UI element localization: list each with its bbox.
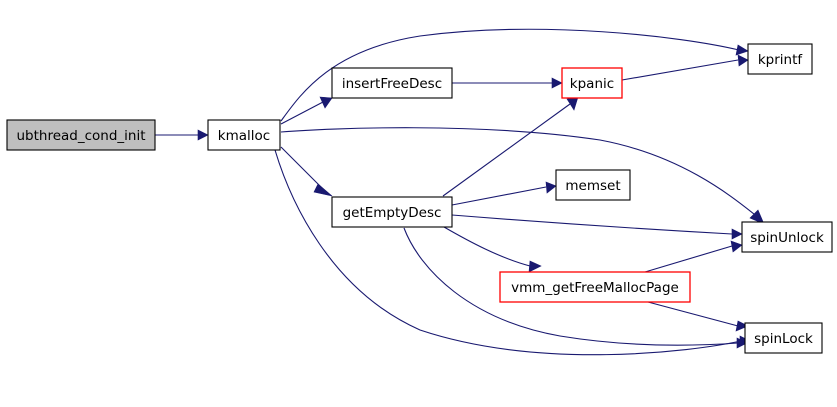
node-label: spinUnlock <box>750 230 824 246</box>
node-box[interactable] <box>331 67 453 99</box>
node-label: kprintf <box>758 52 804 68</box>
edge-kmalloc-to-kprintf <box>280 28 749 122</box>
node-box[interactable] <box>555 169 631 201</box>
arrowhead-icon <box>735 320 749 332</box>
edge-line <box>621 59 739 81</box>
edge-line <box>280 127 755 215</box>
edge-ubthread_cond_init-to-kmalloc <box>155 129 209 141</box>
edge-getEmptyDesc-to-memset <box>451 181 557 206</box>
node-box[interactable] <box>561 67 623 99</box>
edge-line <box>280 101 324 125</box>
edge-vmm_getFreeMallocPage-to-spinUnlock <box>644 240 743 273</box>
node-label: getEmptyDesc <box>343 205 442 221</box>
arrowhead-icon <box>731 228 743 240</box>
arrowhead-icon <box>551 77 563 89</box>
node-layer: ubthread_cond_init kmalloc insertFreeDesc k… <box>6 43 833 354</box>
arrowhead-icon <box>528 260 542 273</box>
node-kmalloc[interactable]: kmalloc <box>207 119 281 151</box>
arrowhead-icon <box>737 54 749 67</box>
edge-line <box>274 149 742 356</box>
node-insertFreeDesc[interactable]: insertFreeDesc <box>331 67 453 99</box>
node-memset[interactable]: memset <box>555 169 631 201</box>
edge-kmalloc-to-insertFreeDesc <box>280 96 333 125</box>
arrowhead-icon <box>749 209 765 225</box>
node-ubthread_cond_init[interactable]: ubthread_cond_init <box>6 119 156 151</box>
edge-getEmptyDesc-to-spinLock <box>403 227 748 349</box>
arrowhead-icon <box>313 183 333 197</box>
edge-line <box>451 186 547 206</box>
edge-vmm_getFreeMallocPage-to-spinLock <box>647 301 749 332</box>
edge-kmalloc-to-getEmptyDesc <box>280 146 333 197</box>
edge-getEmptyDesc-to-vmm_getFreeMallocPage <box>443 226 542 273</box>
node-label: memset <box>565 178 620 194</box>
node-box[interactable] <box>747 43 813 75</box>
node-spinLock[interactable]: spinLock <box>744 322 823 354</box>
edge-line <box>403 227 739 346</box>
arrowhead-icon <box>545 181 557 194</box>
node-kpanic[interactable]: kpanic <box>561 67 623 99</box>
node-getEmptyDesc[interactable]: getEmptyDesc <box>331 196 453 228</box>
node-box[interactable] <box>499 271 691 303</box>
node-vmm_getFreeMallocPage[interactable]: vmm_getFreeMallocPage <box>499 271 691 303</box>
node-label: spinLock <box>754 331 813 347</box>
arrowhead-icon <box>730 240 743 253</box>
node-label: insertFreeDesc <box>342 76 442 92</box>
edge-line <box>644 245 733 273</box>
node-box[interactable] <box>6 119 156 151</box>
edge-insertFreeDesc-to-kpanic <box>452 77 563 89</box>
edge-line <box>451 214 733 235</box>
node-kprintf[interactable]: kprintf <box>747 43 813 75</box>
node-box[interactable] <box>741 221 833 253</box>
arrowhead-icon <box>319 96 333 109</box>
node-box[interactable] <box>207 119 281 151</box>
edge-kmalloc-to-spinUnlock <box>280 127 765 225</box>
node-label: vmm_getFreeMallocPage <box>511 280 679 296</box>
node-box[interactable] <box>744 322 823 354</box>
node-box[interactable] <box>331 196 453 228</box>
node-label: ubthread_cond_init <box>16 128 145 144</box>
node-label: kpanic <box>570 76 614 92</box>
edge-kmalloc-to-spinLock <box>274 149 751 356</box>
edge-line <box>443 226 531 267</box>
arrowhead-icon <box>735 44 749 56</box>
edge-kpanic-to-kprintf <box>621 54 749 81</box>
edge-line <box>647 301 739 327</box>
edge-line <box>280 146 323 189</box>
edge-line <box>442 103 571 197</box>
node-spinUnlock[interactable]: spinUnlock <box>741 221 833 253</box>
edge-getEmptyDesc-to-spinUnlock <box>451 214 743 240</box>
arrowhead-icon <box>566 96 579 111</box>
edge-layer <box>155 28 765 356</box>
arrowhead-icon <box>736 337 748 349</box>
arrowhead-icon <box>197 129 209 141</box>
edge-line <box>280 28 740 122</box>
node-label: kmalloc <box>218 128 270 144</box>
